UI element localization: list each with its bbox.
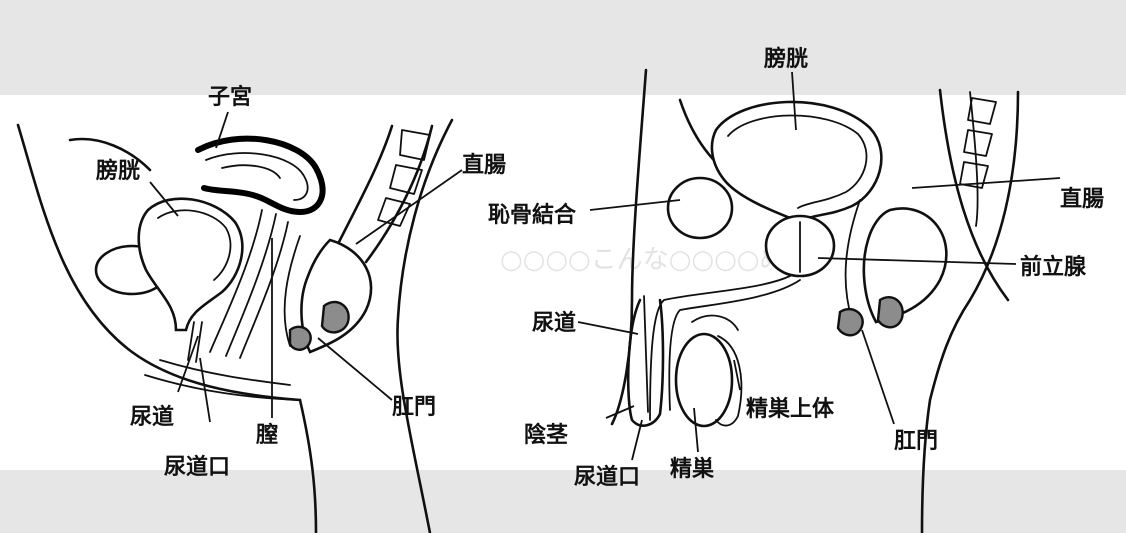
label-male-rectum: 直腸 xyxy=(1060,186,1104,212)
male-bladder-shape xyxy=(712,102,881,222)
testis-shape xyxy=(676,334,732,426)
male-rectum-shape xyxy=(864,208,947,322)
label-penis: 陰茎 xyxy=(524,422,568,448)
male-pelvis-diagram: 膀胱 恥骨結合 直腸 前立腺 尿道 精巣上体 陰茎 肛門 尿道口 精巣 xyxy=(488,46,1104,533)
label-male-urethra: 尿道 xyxy=(532,310,576,336)
label-female-urethral-orifice: 尿道口 xyxy=(164,454,230,480)
label-epididymis: 精巣上体 xyxy=(746,396,835,422)
female-anal-sphincter-shape xyxy=(322,302,349,332)
label-pubic-symphysis: 恥骨結合 xyxy=(488,202,577,228)
female-rectum-shape xyxy=(301,240,371,352)
label-male-urethral-orifice: 尿道口 xyxy=(574,464,640,490)
male-anal-sphincter-shape xyxy=(878,297,903,327)
male-pubic-symphysis-shape xyxy=(668,178,732,238)
label-female-rectum: 直腸 xyxy=(462,152,506,178)
female-pelvis-diagram: 子宮 膀胱 直腸 尿道 尿道口 膣 肛門 xyxy=(18,84,506,533)
label-female-bladder: 膀胱 xyxy=(96,158,140,184)
label-uterus: 子宮 xyxy=(208,84,252,110)
label-female-urethra: 尿道 xyxy=(130,404,174,430)
label-male-anus: 肛門 xyxy=(894,429,938,454)
label-vagina: 膣 xyxy=(256,422,278,448)
label-testis: 精巣 xyxy=(670,456,715,482)
label-female-anus: 肛門 xyxy=(392,395,436,420)
label-male-bladder: 膀胱 xyxy=(764,46,808,72)
label-prostate: 前立腺 xyxy=(1020,254,1087,280)
